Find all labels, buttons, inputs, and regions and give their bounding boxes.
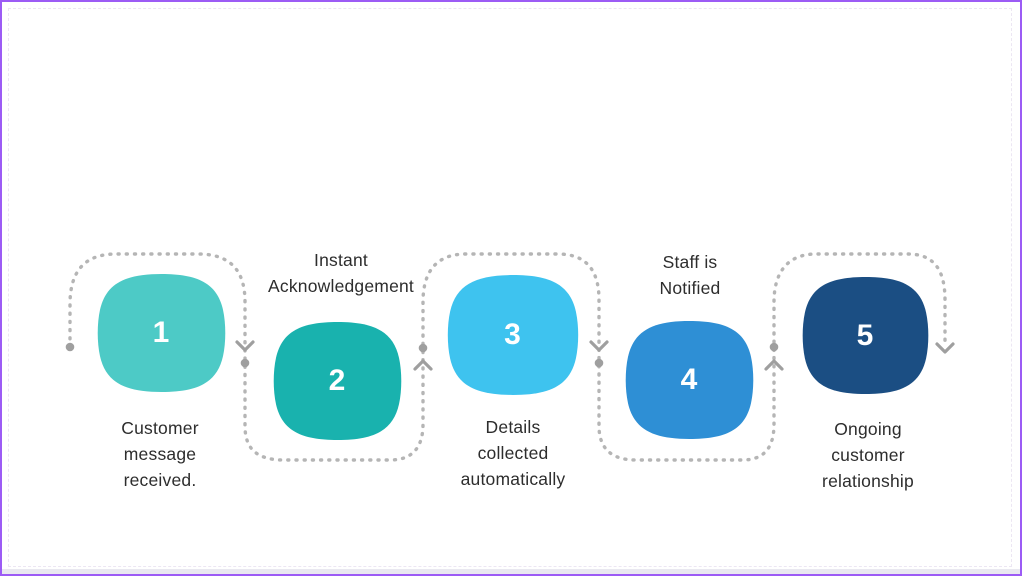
step-2-shape[interactable] bbox=[270, 320, 405, 442]
connector-chevrons bbox=[235, 340, 955, 371]
step-4-label[interactable]: Staff is Notified bbox=[659, 252, 721, 298]
path-start-dot bbox=[65, 342, 75, 352]
connector-dashed-line bbox=[68, 252, 947, 462]
step-4[interactable]: 4 bbox=[622, 319, 757, 441]
path-dot bbox=[594, 358, 604, 368]
chevron-down-icon bbox=[935, 342, 955, 354]
step-1-label[interactable]: Customer message received. bbox=[121, 418, 199, 490]
connector-dots bbox=[65, 342, 779, 368]
chevron-up-icon bbox=[413, 359, 433, 371]
step-5-number: 5 bbox=[856, 318, 875, 352]
step-5-label[interactable]: Ongoing customer relationship bbox=[822, 419, 914, 491]
step-5[interactable]: 5 bbox=[799, 275, 932, 396]
chevron-down-icon bbox=[589, 340, 609, 352]
path-dot bbox=[240, 358, 250, 368]
window-bottom-edge bbox=[2, 569, 1020, 574]
step-1-shape[interactable] bbox=[94, 272, 229, 394]
step-2[interactable]: 2 bbox=[270, 320, 405, 442]
step-2-number: 2 bbox=[328, 364, 347, 397]
step-4-shape[interactable] bbox=[622, 319, 757, 441]
chevron-up-icon bbox=[764, 359, 784, 371]
step-5-shape[interactable] bbox=[799, 275, 932, 396]
chevron-down-icon bbox=[235, 340, 255, 352]
step-3[interactable]: 3 bbox=[444, 273, 582, 397]
step-4-number: 4 bbox=[680, 363, 699, 396]
step-3-label[interactable]: Details collected automatically bbox=[460, 417, 566, 489]
step-1[interactable]: 1 bbox=[94, 272, 229, 394]
step-1-number: 1 bbox=[152, 316, 171, 349]
step-3-number: 3 bbox=[504, 318, 522, 351]
step-2-label[interactable]: Instant Acknowledgement bbox=[268, 250, 414, 296]
path-dot bbox=[418, 343, 428, 353]
path-dot bbox=[769, 342, 779, 352]
step-3-shape[interactable] bbox=[444, 273, 582, 397]
